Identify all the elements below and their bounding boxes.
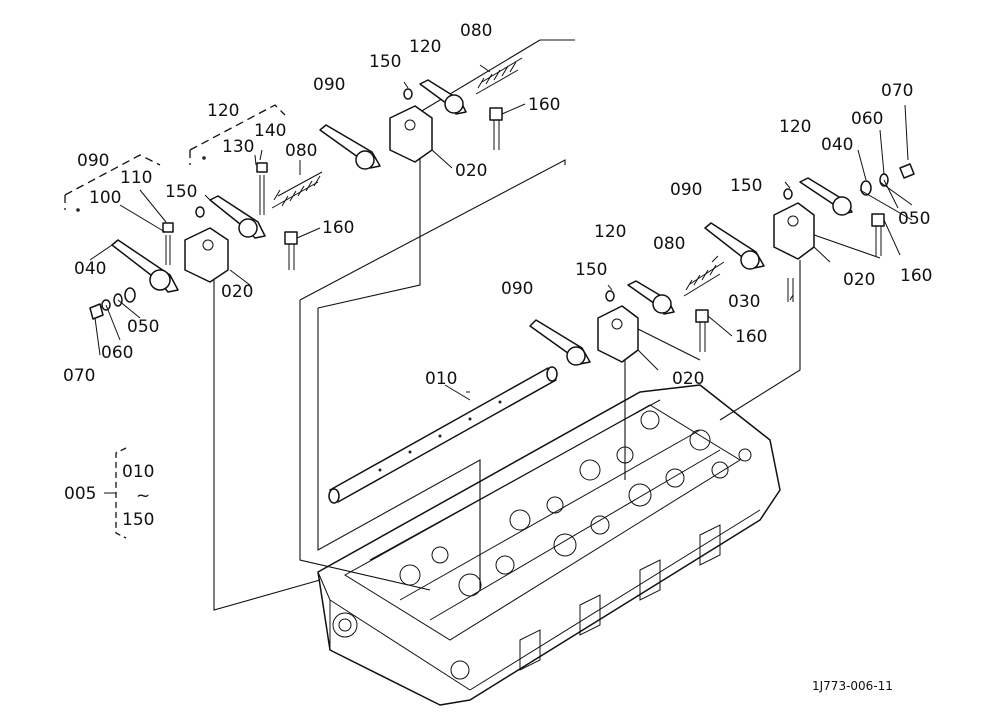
- cylinder-head: [317, 384, 781, 706]
- label-090-right-lower: 090: [501, 279, 533, 299]
- part-labels: 005 010 ~ 150 010 020 020 020 020 030 04…: [63, 21, 932, 693]
- label-080-left: 080: [285, 141, 317, 161]
- label-080-right: 080: [653, 234, 685, 254]
- label-050-right: 050: [898, 209, 930, 229]
- label-120-right-upper: 120: [779, 117, 811, 137]
- rocker-shaft: [328, 366, 558, 504]
- label-range-end: 150: [122, 510, 154, 530]
- label-070-left: 070: [63, 366, 95, 386]
- right-group: [529, 163, 915, 366]
- label-050-left: 050: [127, 317, 159, 337]
- label-range-tilde: ~: [136, 486, 150, 506]
- label-020-right-lower: 020: [672, 369, 704, 389]
- label-120-upper: 120: [409, 37, 441, 57]
- label-100: 100: [89, 188, 121, 208]
- label-020-right-upper: 020: [843, 270, 875, 290]
- label-160-left: 160: [322, 218, 354, 238]
- label-range-start: 010: [122, 462, 154, 482]
- label-090-left: 090: [77, 151, 109, 171]
- label-030: 030: [728, 292, 760, 312]
- label-120-right-lower: 120: [594, 222, 626, 242]
- label-160-right-upper: 160: [900, 266, 932, 286]
- label-120-left: 120: [207, 101, 239, 121]
- label-040-left: 040: [74, 259, 106, 279]
- left-group: [64, 104, 323, 320]
- label-160-upper: 160: [528, 95, 560, 115]
- label-150-upper: 150: [369, 52, 401, 72]
- assembly-frames: [213, 39, 881, 611]
- label-110: 110: [120, 168, 152, 188]
- label-020-upper: 020: [455, 161, 487, 181]
- label-160-right-lower: 160: [735, 327, 767, 347]
- label-130: 130: [222, 137, 254, 157]
- label-080-upper: 080: [460, 21, 492, 41]
- label-020-left: 020: [221, 282, 253, 302]
- label-070-right: 070: [881, 81, 913, 101]
- group-bracket-005: [104, 447, 127, 539]
- label-040-right: 040: [821, 135, 853, 155]
- label-010: 010: [425, 369, 457, 389]
- leader-lines: [89, 64, 909, 401]
- label-090-upper: 090: [313, 75, 345, 95]
- label-140: 140: [254, 121, 286, 141]
- label-005: 005: [64, 484, 96, 504]
- label-060-right: 060: [851, 109, 883, 129]
- label-150-right-upper: 150: [730, 176, 762, 196]
- drawing-code: 1J773-006-11: [812, 679, 893, 693]
- label-090-right-upper: 090: [670, 180, 702, 200]
- label-060-left: 060: [101, 343, 133, 363]
- upper-middle-group: [319, 57, 523, 170]
- label-150-right-lower: 150: [575, 260, 607, 280]
- label-150-left: 150: [165, 182, 197, 202]
